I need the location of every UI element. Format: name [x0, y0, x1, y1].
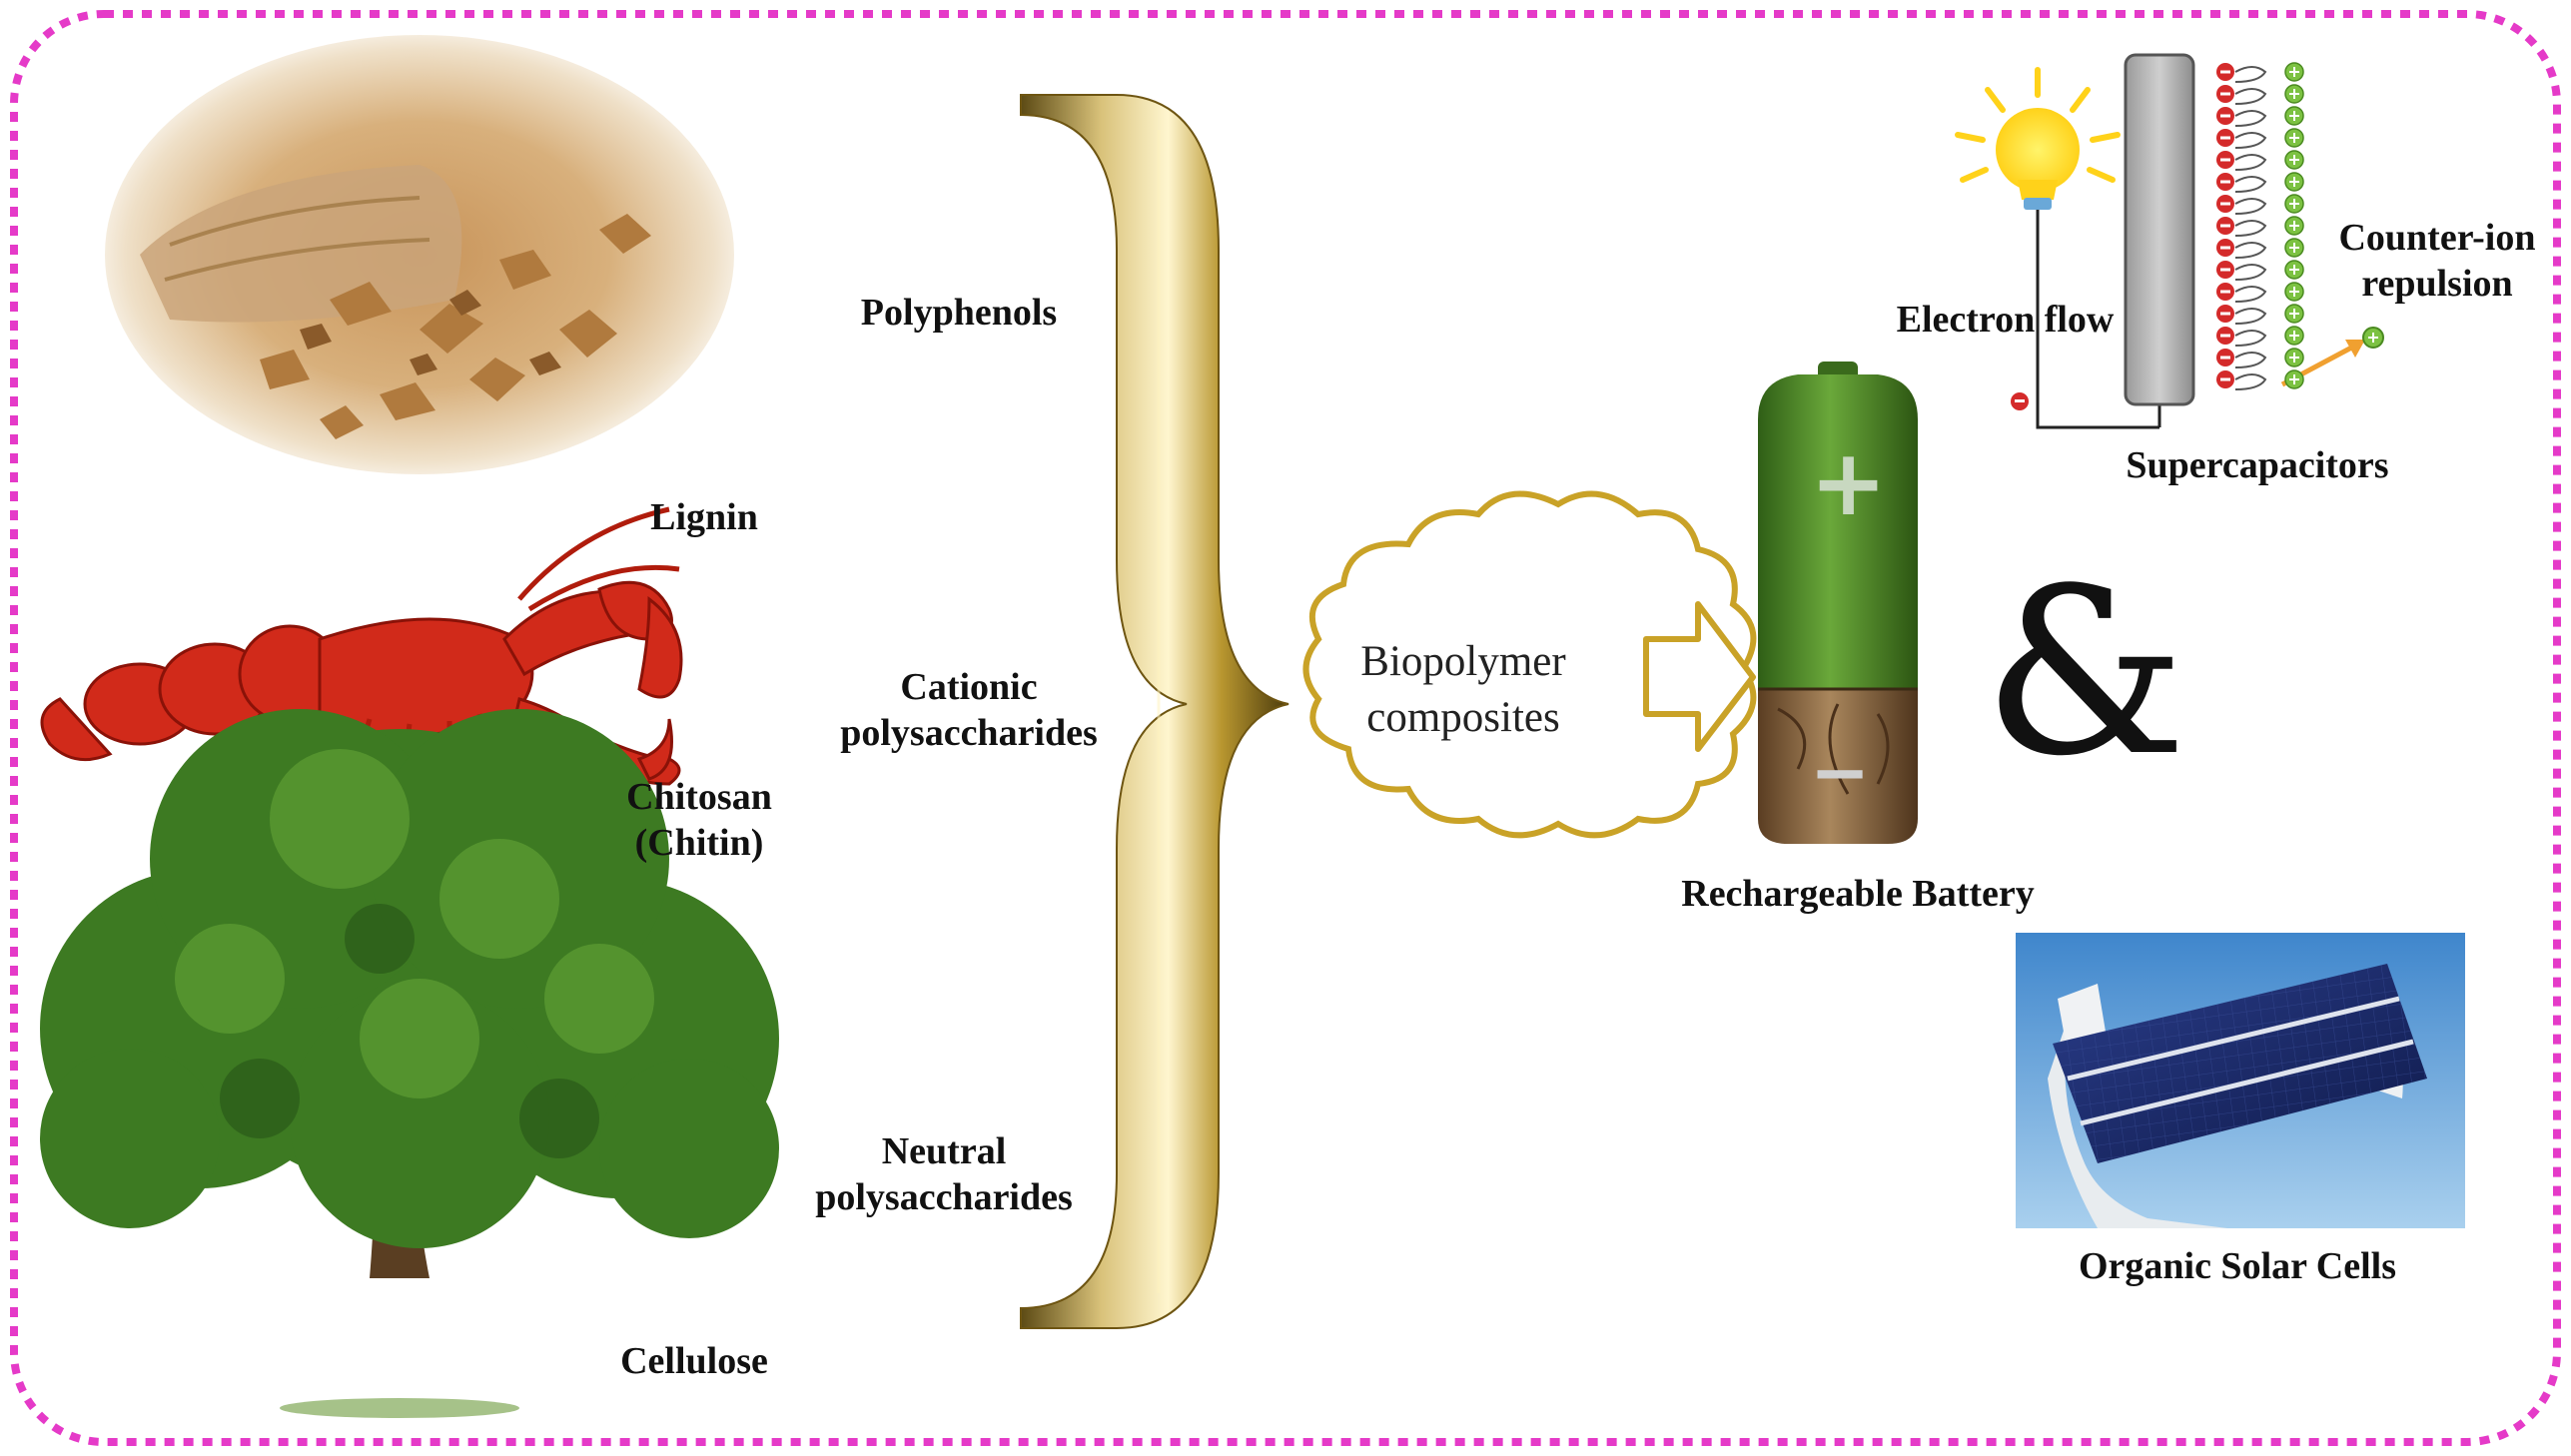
- cation-plus-sign: [2289, 309, 2299, 319]
- label-organic-solar-cells: Organic Solar Cells: [2078, 1245, 2397, 1287]
- ion-layers: [2216, 62, 2304, 390]
- anion-minus-sign: [2220, 312, 2230, 316]
- cation-plus-sign: [2289, 374, 2299, 384]
- cation-plus-sign: [2289, 177, 2299, 187]
- wood-chips-image: [105, 35, 734, 474]
- anion-minus-sign: [2220, 158, 2230, 162]
- cation-plus-sign: [2289, 221, 2299, 231]
- anion-minus-sign: [2220, 70, 2230, 74]
- anion-minus-sign: [2220, 224, 2230, 228]
- double-layer-curl: [2234, 242, 2267, 259]
- cloud-label-line2: composites: [1366, 693, 1560, 741]
- double-layer-curl: [2234, 110, 2267, 127]
- anion-minus-sign: [2220, 334, 2230, 338]
- double-layer-curl: [2234, 264, 2267, 281]
- label-counter-ion-line1: Counter-ion: [2338, 217, 2536, 259]
- label-chitosan: Chitosan (Chitin): [594, 774, 804, 867]
- anion-minus-sign: [2220, 290, 2230, 294]
- double-layer-curl: [2234, 154, 2267, 171]
- anion-minus-sign: [2220, 268, 2230, 272]
- cation-plus-sign: [2289, 133, 2299, 143]
- label-polyphenols: Polyphenols: [860, 292, 1058, 334]
- solar-cell-image: [2016, 933, 2465, 1228]
- double-layer-curl: [2234, 198, 2267, 215]
- label-neutral-line2: polysaccharides: [815, 1176, 1073, 1219]
- cation-plus-sign: [2289, 89, 2299, 99]
- label-cellulose: Cellulose: [620, 1340, 768, 1382]
- label-counter-ion-repulsion: Counter-ion repulsion: [2317, 215, 2557, 308]
- label-neutral-polysaccharides: Neutral polysaccharides: [784, 1128, 1104, 1221]
- cation-plus-sign: [2289, 265, 2299, 275]
- cation-plus-sign: [2289, 331, 2299, 341]
- label-cationic-polysaccharides: Cationic polysaccharides: [809, 664, 1129, 757]
- label-neutral-line1: Neutral: [881, 1130, 1007, 1172]
- cation-plus-sign: [2289, 287, 2299, 297]
- tree-image: [40, 709, 779, 1418]
- double-layer-curl: [2234, 220, 2267, 237]
- cation-plus-sign: [2289, 155, 2299, 165]
- double-layer-curl: [2234, 286, 2267, 303]
- anion-minus-sign: [2220, 136, 2230, 140]
- label-chitosan-line2: (Chitin): [634, 822, 764, 865]
- ampersand-connector: &: [1983, 540, 2187, 807]
- battery-minus-symbol: −: [1810, 730, 1871, 814]
- anion-minus-sign: [2220, 92, 2230, 96]
- label-cationic-line2: polysaccharides: [840, 712, 1098, 755]
- battery-image: [1758, 362, 1918, 844]
- cation-plus-sign: [2289, 353, 2299, 363]
- double-layer-curl: [2234, 88, 2267, 105]
- anion-minus-sign: [2220, 246, 2230, 250]
- double-layer-curl: [2234, 132, 2267, 149]
- battery-plus-symbol: +: [1810, 429, 1888, 536]
- cation-plus-sign: [2289, 111, 2299, 121]
- double-layer-curl: [2234, 176, 2267, 193]
- cloud-label: Biopolymer composites: [1338, 634, 1588, 746]
- label-supercapacitors: Supercapacitors: [2126, 444, 2389, 486]
- curly-brace: [1020, 94, 1289, 1329]
- double-layer-curl: [2234, 308, 2267, 325]
- cation-plus-sign: [2289, 67, 2299, 77]
- anion-minus-sign: [2220, 180, 2230, 184]
- double-layer-curl: [2234, 330, 2267, 347]
- dotted-border: [10, 10, 2561, 1446]
- anion-minus-sign: [2220, 202, 2230, 206]
- cation-plus-sign: [2289, 199, 2299, 209]
- label-electron-flow: Electron flow: [1896, 299, 2115, 341]
- double-layer-curl: [2234, 352, 2267, 368]
- hollow-arrow: [1643, 601, 1756, 752]
- anion-minus-sign: [2220, 356, 2230, 360]
- label-cationic-line1: Cationic: [900, 666, 1038, 708]
- cloud-outline: [1302, 490, 1757, 839]
- label-rechargeable-battery: Rechargeable Battery: [1681, 873, 2035, 915]
- supercapacitor-image: [1955, 53, 2384, 429]
- double-layer-curl: [2234, 66, 2267, 83]
- anion-minus-sign: [2220, 114, 2230, 118]
- anion-minus-sign: [2220, 377, 2230, 381]
- label-counter-ion-line2: repulsion: [2361, 263, 2513, 306]
- label-lignin: Lignin: [650, 496, 758, 538]
- label-chitosan-line1: Chitosan: [626, 776, 772, 818]
- double-layer-curl: [2234, 373, 2267, 390]
- cloud-label-line1: Biopolymer: [1360, 638, 1566, 685]
- cation-plus-sign: [2289, 243, 2299, 253]
